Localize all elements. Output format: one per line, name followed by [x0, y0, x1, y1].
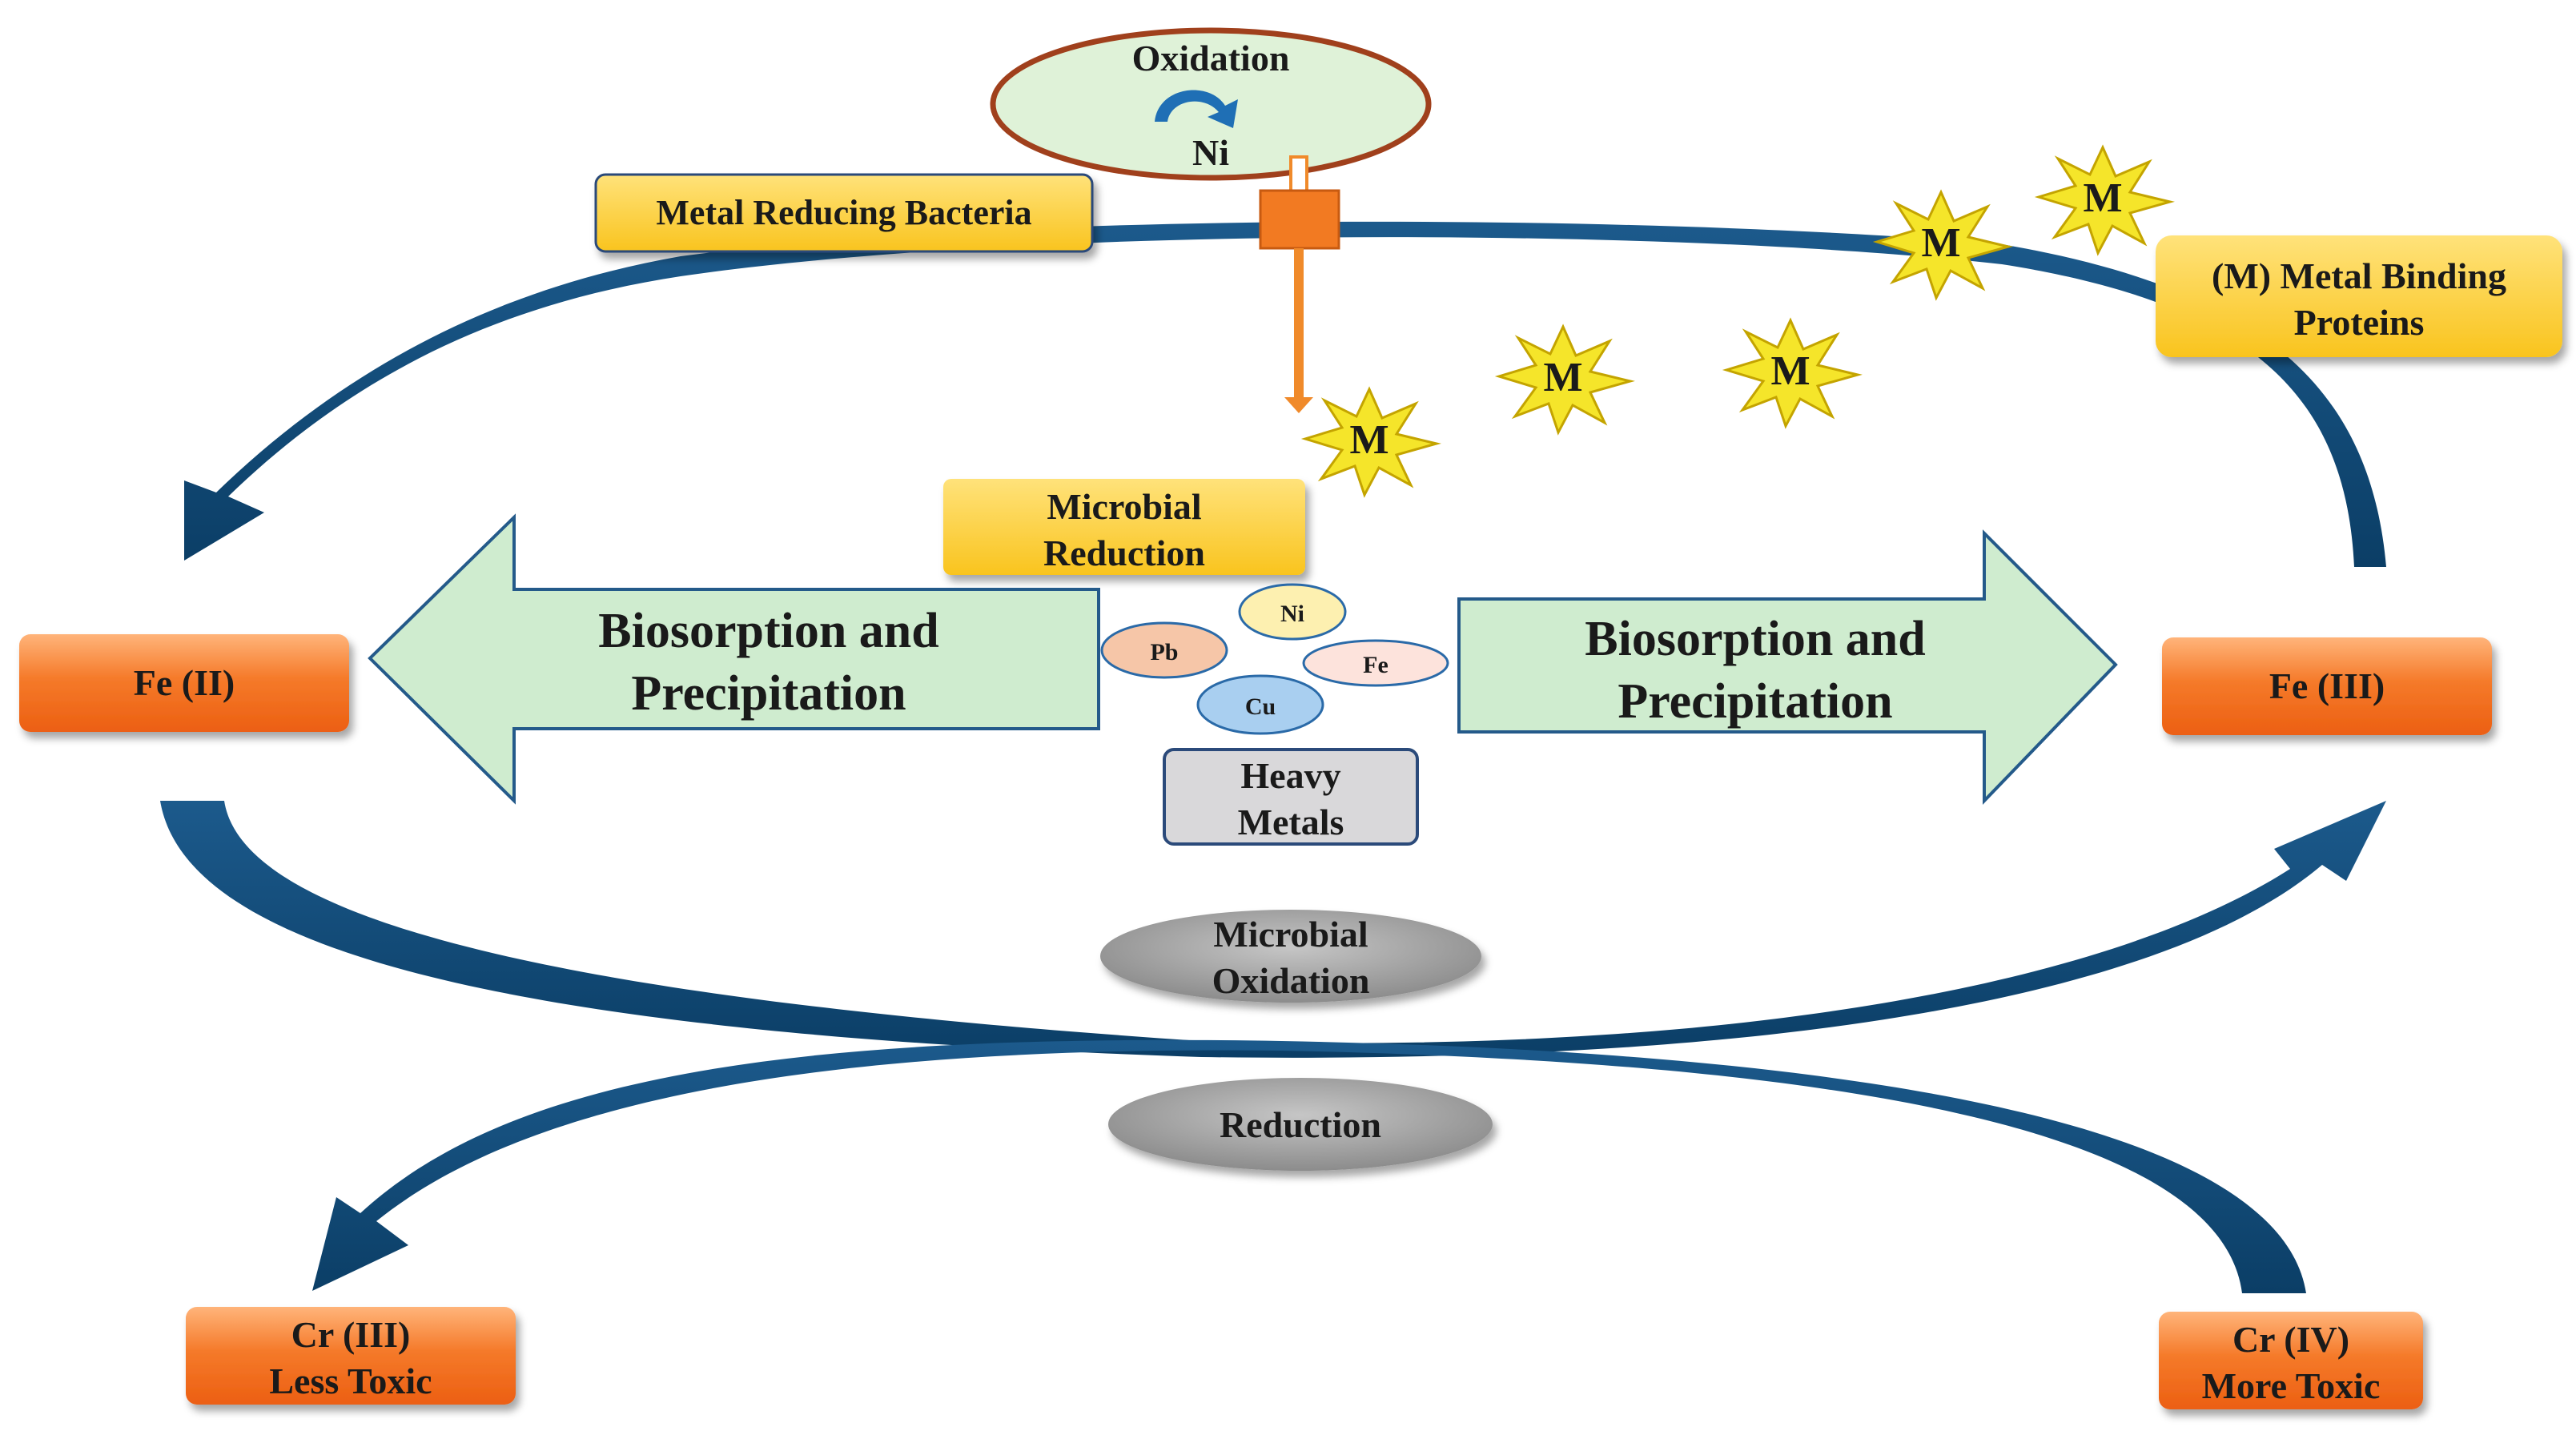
- cu-ion: [1196, 674, 1324, 735]
- fe2-box: [19, 634, 349, 732]
- oxidation-label: Oxidation: [1132, 38, 1290, 78]
- star-label: M: [1349, 417, 1388, 463]
- microbial-oxidation-line1: Microbial: [1213, 914, 1368, 955]
- heavy-metals-line2: Metals: [1238, 802, 1344, 842]
- cr4-box: [2159, 1312, 2423, 1409]
- cr3-line1: Cr (III): [291, 1314, 411, 1355]
- metal-reducing-bacteria-label: Metal Reducing Bacteria: [656, 193, 1031, 232]
- biosorption-right-arrow: [1457, 529, 2118, 805]
- cu-ion-label: Cu: [1245, 693, 1276, 720]
- heavy-metals-box: [1163, 748, 1419, 846]
- biosorption-right-line2: Precipitation: [1618, 674, 1892, 729]
- metal-binding-protein-star: M: [1722, 317, 1863, 429]
- star-label: M: [1921, 220, 1960, 266]
- heavy-metals-line1: Heavy: [1240, 755, 1340, 796]
- fe-ion-label: Fe: [1363, 652, 1388, 678]
- microbial-oxidation-oval: [1100, 910, 1481, 1003]
- fe-ion: [1302, 639, 1449, 687]
- star-label: M: [1770, 348, 1810, 394]
- microbial-reduction-line2: Reduction: [1043, 533, 1205, 573]
- channel-stem-top: [1289, 155, 1308, 194]
- pb-ion-label: Pb: [1150, 639, 1178, 665]
- fe3-label: Fe (III): [2269, 665, 2385, 706]
- fe3-box: [2162, 637, 2492, 735]
- cr4-line2: More Toxic: [2202, 1365, 2381, 1406]
- cr3-box: [186, 1307, 516, 1405]
- microbial-reduction-box: [943, 479, 1305, 575]
- reduction-oval: [1108, 1078, 1493, 1171]
- biosorption-left-arrow: [368, 513, 1100, 805]
- metal-binding-protein-star: M: [1300, 386, 1441, 498]
- pb-ion: [1100, 621, 1228, 679]
- fe2-label: Fe (II): [134, 662, 235, 703]
- channel-stem-bottom: [1294, 248, 1304, 400]
- membrane-channel: [1259, 189, 1340, 250]
- oxidation-ni-label: Ni: [1192, 132, 1229, 173]
- biosorption-left-line1: Biosorption and: [598, 604, 939, 658]
- metal-reducing-bacteria-box: [594, 173, 1094, 253]
- biosorption-left-line2: Precipitation: [631, 666, 906, 721]
- star-label: M: [1543, 355, 1582, 400]
- metal-binding-protein-star: M: [1872, 189, 2013, 301]
- star-label: M: [2083, 175, 2122, 221]
- biosorption-right-line1: Biosorption and: [1585, 612, 1926, 666]
- microbial-oxidation-line2: Oxidation: [1212, 960, 1370, 1001]
- cr4-line1: Cr (IV): [2232, 1319, 2349, 1360]
- reduction-label: Reduction: [1220, 1104, 1381, 1145]
- metal-binding-proteins-line1: (M) Metal Binding: [2212, 255, 2506, 296]
- microbial-reduction-line1: Microbial: [1047, 486, 1201, 527]
- metal-binding-proteins-line2: Proteins: [2294, 302, 2425, 343]
- metal-binding-proteins-box: [2156, 235, 2562, 357]
- ni-ion-label: Ni: [1280, 601, 1304, 627]
- metal-binding-protein-star: M: [1494, 324, 1635, 436]
- ni-ion: [1238, 583, 1347, 641]
- channel-arrow-head: [1284, 397, 1313, 413]
- oxidation-curved-arrow-icon: [1155, 90, 1238, 128]
- cr3-line2: Less Toxic: [269, 1361, 432, 1401]
- metal-binding-protein-star: M: [2034, 144, 2175, 256]
